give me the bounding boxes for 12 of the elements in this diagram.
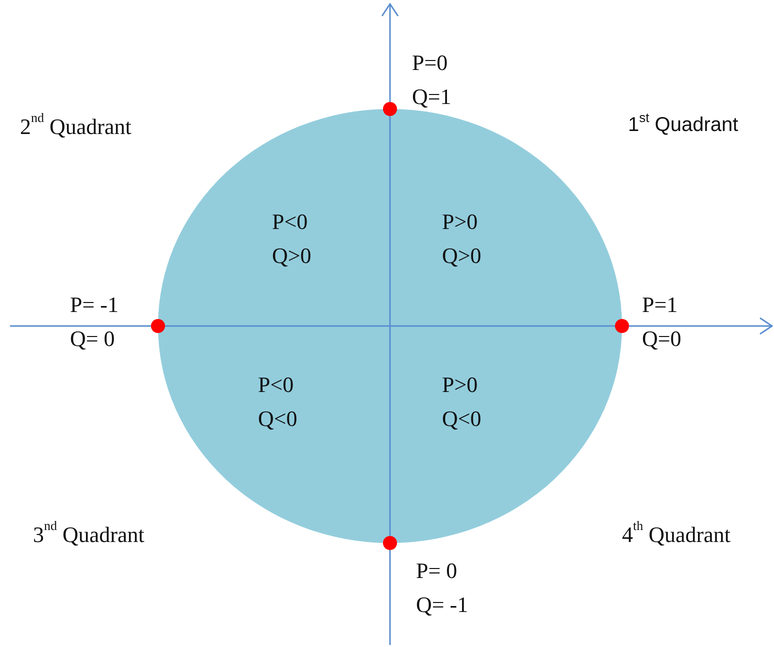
quadrant-label: 4$^{th}$ Quadrant: [622, 522, 730, 548]
point-label: P= -1 Q= 0: [70, 291, 120, 353]
point-label: P=0 Q=1: [412, 49, 452, 111]
quadrant-condition: P>0 Q<0: [442, 371, 482, 433]
point-label: P=1 Q=0: [642, 291, 682, 353]
quadrant-condition: P>0 Q>0: [442, 208, 482, 270]
quadrant-label: 1$^{st}$ Quadrant: [628, 114, 738, 137]
quadrant-condition: P<0 Q>0: [272, 208, 312, 270]
quadrant-condition: P<0 Q<0: [258, 371, 298, 433]
point-label: P= 0 Q= -1: [416, 557, 470, 619]
quadrant-label: 3$^{nd}$ Quadrant: [33, 522, 144, 548]
quadrant-label: 2$^{nd}$ Quadrant: [20, 114, 132, 140]
